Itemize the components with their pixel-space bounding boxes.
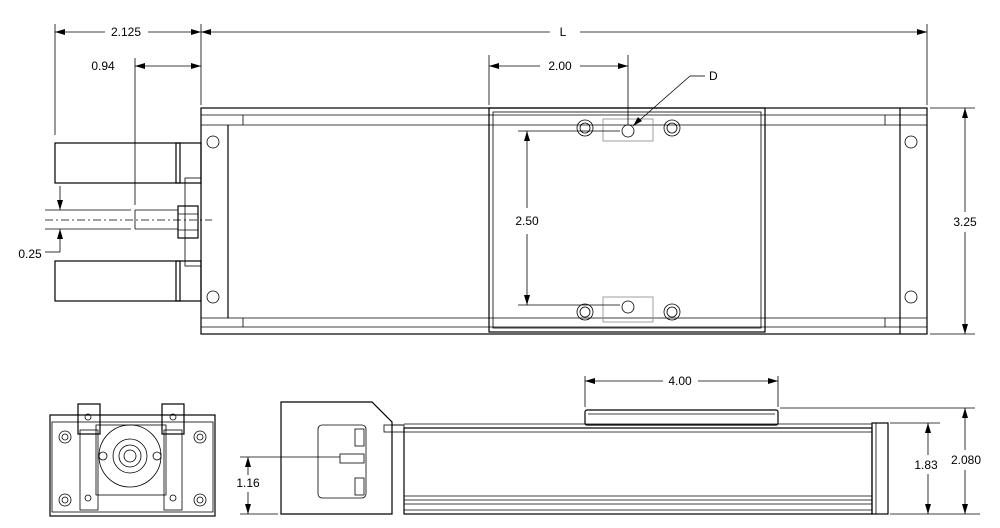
- motor-upper: [54, 142, 181, 184]
- side-body: [403, 427, 873, 515]
- endcap-hole: [904, 290, 918, 304]
- motor-lower: [54, 260, 181, 302]
- hub-outer: [98, 424, 162, 488]
- dim-2080: 2.080: [951, 453, 981, 467]
- dim-325: 3.25: [953, 215, 977, 229]
- side-dimensions: 4.00 1.16 1.83 2.080: [236, 374, 981, 515]
- side-view: [280, 401, 889, 515]
- dim-L: L: [560, 25, 567, 39]
- dowel-hole: [621, 300, 635, 314]
- dim-200: 2.00: [548, 59, 572, 73]
- shaft-end: [123, 449, 137, 463]
- end-view: [49, 403, 216, 517]
- endcap-hole: [206, 290, 220, 304]
- dim-2125: 2.125: [111, 25, 141, 39]
- mount-hole: [576, 303, 594, 321]
- dowel-hole: [621, 124, 635, 138]
- dim-400: 4.00: [668, 374, 692, 388]
- mount-hole: [576, 119, 594, 137]
- motor-housing: [280, 401, 393, 515]
- dim-116: 1.16: [236, 476, 260, 490]
- end-profile: [49, 414, 216, 517]
- side-carriage: [584, 409, 779, 426]
- top-view: [45, 107, 928, 335]
- coupling-nut: [177, 205, 199, 239]
- top-dimensions: 2.125 L 0.94 2.00 D 2.50: [18, 24, 977, 335]
- hole-label: D: [709, 69, 718, 83]
- dim-183: 1.83: [914, 458, 938, 472]
- endcap-hole: [206, 135, 220, 149]
- mount-hole: [663, 119, 681, 137]
- body-outline: [200, 107, 928, 335]
- dim-094: 0.94: [91, 59, 115, 73]
- carriage: [488, 107, 766, 333]
- dim-025: 0.25: [18, 247, 42, 261]
- endcap-hole: [904, 135, 918, 149]
- mount-hole: [663, 303, 681, 321]
- dim-250: 2.50: [515, 214, 539, 228]
